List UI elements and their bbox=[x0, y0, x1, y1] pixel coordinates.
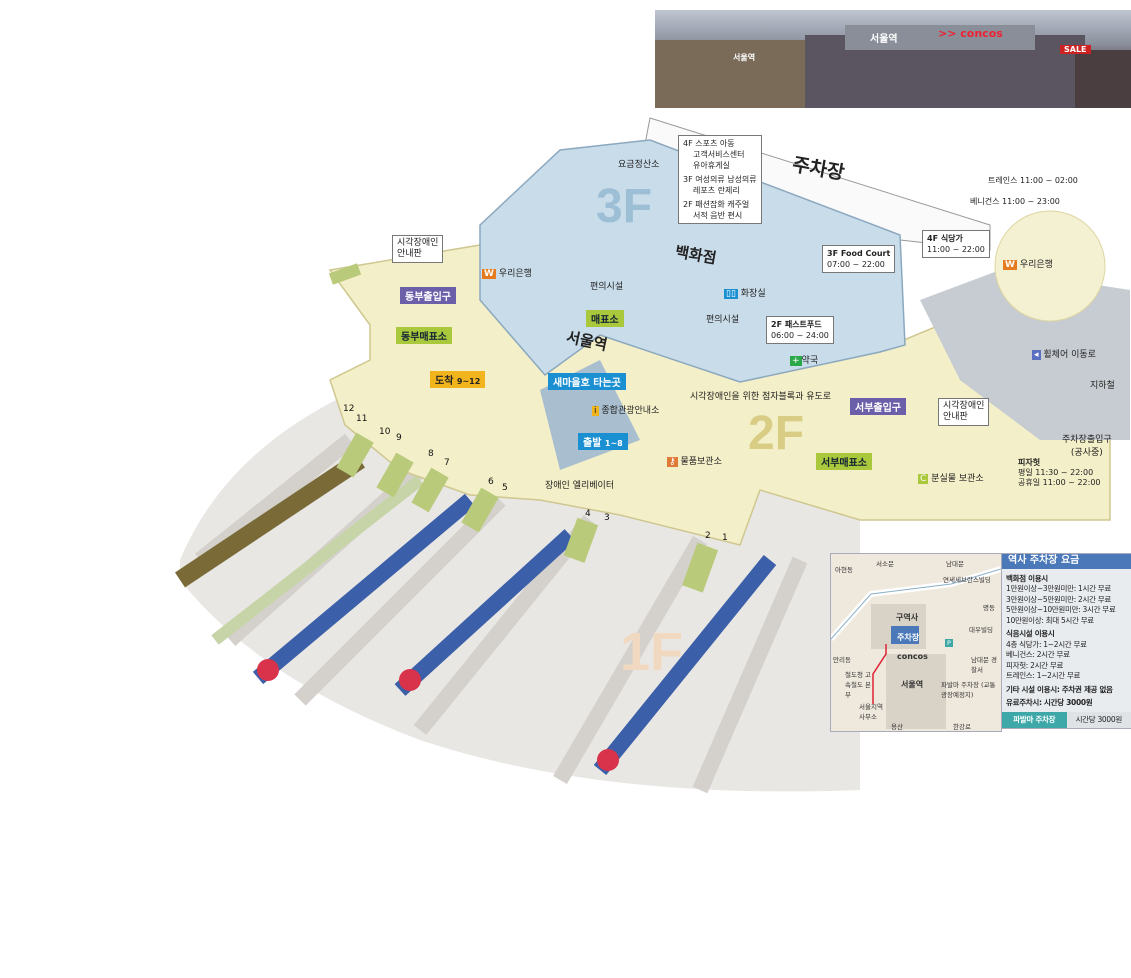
pharmacy-cross-icon: + bbox=[790, 356, 802, 366]
station-photo: 서울역 서울역 >> concos SALE bbox=[655, 10, 1131, 108]
platform-number: 1 bbox=[722, 533, 728, 543]
info-icon: i bbox=[592, 406, 599, 416]
platform-number: 10 bbox=[379, 427, 391, 437]
platform-number: 6 bbox=[488, 477, 494, 487]
lost-found-icon: C bbox=[918, 474, 929, 484]
lost-found-label: C 분실물 보관소 bbox=[918, 474, 984, 484]
platform-number: 12 bbox=[343, 404, 355, 414]
map-parking: 주차장 bbox=[897, 633, 920, 642]
platform-number: 5 bbox=[502, 483, 508, 493]
platform-number: 8 bbox=[428, 449, 434, 459]
restroom-icon: ▯▯ bbox=[724, 289, 738, 299]
photo-sign-sale: SALE bbox=[1060, 45, 1091, 54]
departure-tag: 출발 1~8 bbox=[578, 433, 628, 450]
map-place: 구역사 bbox=[896, 613, 919, 622]
photo-sign-station: 서울역 bbox=[733, 53, 756, 62]
train-ktx-1 bbox=[252, 493, 476, 685]
platform-number: 2 bbox=[705, 531, 711, 541]
braille-path-label: 시각장애인을 위한 점자블록과 유도로 bbox=[690, 392, 832, 402]
woori-bank-left: W 우리은행 bbox=[482, 269, 532, 279]
map-place: concos bbox=[897, 652, 928, 661]
floor-label-1f: 1F bbox=[620, 622, 684, 682]
east-ticket-tag: 동부매표소 bbox=[396, 327, 452, 344]
east-entrance-tag: 동부출입구 bbox=[400, 287, 456, 304]
restroom-label: ▯▯ 화장실 bbox=[724, 289, 766, 299]
elevator-label: 장애인 엘리베이터 bbox=[545, 481, 615, 491]
woori-bank-right: W 우리은행 bbox=[1003, 260, 1053, 270]
map-place: 만리동 bbox=[833, 656, 851, 664]
map-place: 서소문 bbox=[876, 560, 894, 568]
toll-booth-label: 요금정산소 bbox=[618, 160, 660, 170]
tourist-info-label: i 종합관광안내소 bbox=[592, 406, 660, 416]
platform-number: 7 bbox=[444, 458, 450, 468]
map-place: 서울지역 사무소 bbox=[859, 703, 883, 721]
arrival-tag: 도착 9~12 bbox=[430, 371, 486, 388]
platform-number: 11 bbox=[356, 414, 368, 424]
bennigans-hours: 베니건스 11:00 ~ 23:00 bbox=[970, 197, 1060, 206]
train-freight bbox=[175, 452, 365, 588]
map-place: 철도청 고속철도 본부 bbox=[845, 671, 871, 699]
locker-label: ⚷ 물품보관소 bbox=[667, 457, 722, 467]
trains-hours: 트레인스 11:00 ~ 02:00 bbox=[988, 176, 1078, 185]
bank-icon: W bbox=[482, 269, 496, 279]
plaza-circle bbox=[994, 210, 1106, 322]
west-entrance-tag: 서부출입구 bbox=[850, 398, 906, 415]
wheelchair-icon: ◂ bbox=[1032, 350, 1041, 360]
photo-sign-concos: >> concos bbox=[938, 27, 1003, 40]
bank-icon: W bbox=[1003, 260, 1017, 270]
pharmacy-label: +약국 bbox=[790, 356, 819, 366]
map-place: 아현동 bbox=[835, 566, 853, 574]
subway-label: 지하철 bbox=[1090, 381, 1115, 391]
train-ktx-2 bbox=[394, 529, 576, 696]
map-place: 남대문 경찰서 bbox=[971, 656, 997, 674]
convenience-label-2: 편의시설 bbox=[706, 315, 740, 325]
trains bbox=[175, 452, 777, 776]
photo-sign-station-top: 서울역 bbox=[870, 34, 898, 45]
platform-number: 4 bbox=[585, 509, 591, 519]
ticket-tag: 매표소 bbox=[586, 310, 624, 327]
platform-number: 3 bbox=[604, 513, 610, 523]
saemaeul-boarding-tag: 새마을호 타는곳 bbox=[548, 373, 626, 390]
map-place: 파발마 주차장 (교통광장예정지) bbox=[941, 681, 996, 699]
wheelchair-path-label: ◂ 휠체어 이동로 bbox=[1032, 350, 1096, 360]
escalators bbox=[328, 263, 719, 593]
floor-label-3f: 3F bbox=[596, 180, 653, 233]
parking-entrance-label: 주차장출입구(공사중) bbox=[1062, 435, 1112, 458]
map-place: 용산 bbox=[891, 723, 903, 731]
floor-label-2f: 2F bbox=[748, 407, 805, 460]
train-ktx-3 bbox=[593, 554, 777, 776]
parking-fee-footer: 파발마 주차장 시간당 3000원 bbox=[1002, 711, 1131, 728]
map-place: 연세세브란스빌딩 bbox=[943, 576, 991, 584]
map-place: 남대문 bbox=[946, 560, 964, 568]
key-icon: ⚷ bbox=[667, 457, 678, 467]
convenience-label-1: 편의시설 bbox=[590, 282, 624, 292]
location-map: 아현동 서소문 남대문 연세세브란스빌딩 명동 구역사 주차장 P concos… bbox=[830, 553, 1002, 732]
west-ticket-tag: 서부매표소 bbox=[816, 453, 872, 470]
map-parking-icon: P bbox=[945, 639, 953, 647]
map-place: 서울역 bbox=[901, 680, 924, 689]
train-green bbox=[211, 475, 424, 645]
platform-number: 9 bbox=[396, 433, 402, 443]
map-place: 명동 bbox=[983, 604, 995, 612]
map-roads bbox=[831, 566, 1001, 729]
map-place: 한강로 bbox=[953, 723, 971, 731]
parking-fee-title: 역사 주차장 요금 bbox=[1002, 554, 1131, 569]
map-place: 대우빌딩 bbox=[969, 626, 993, 634]
